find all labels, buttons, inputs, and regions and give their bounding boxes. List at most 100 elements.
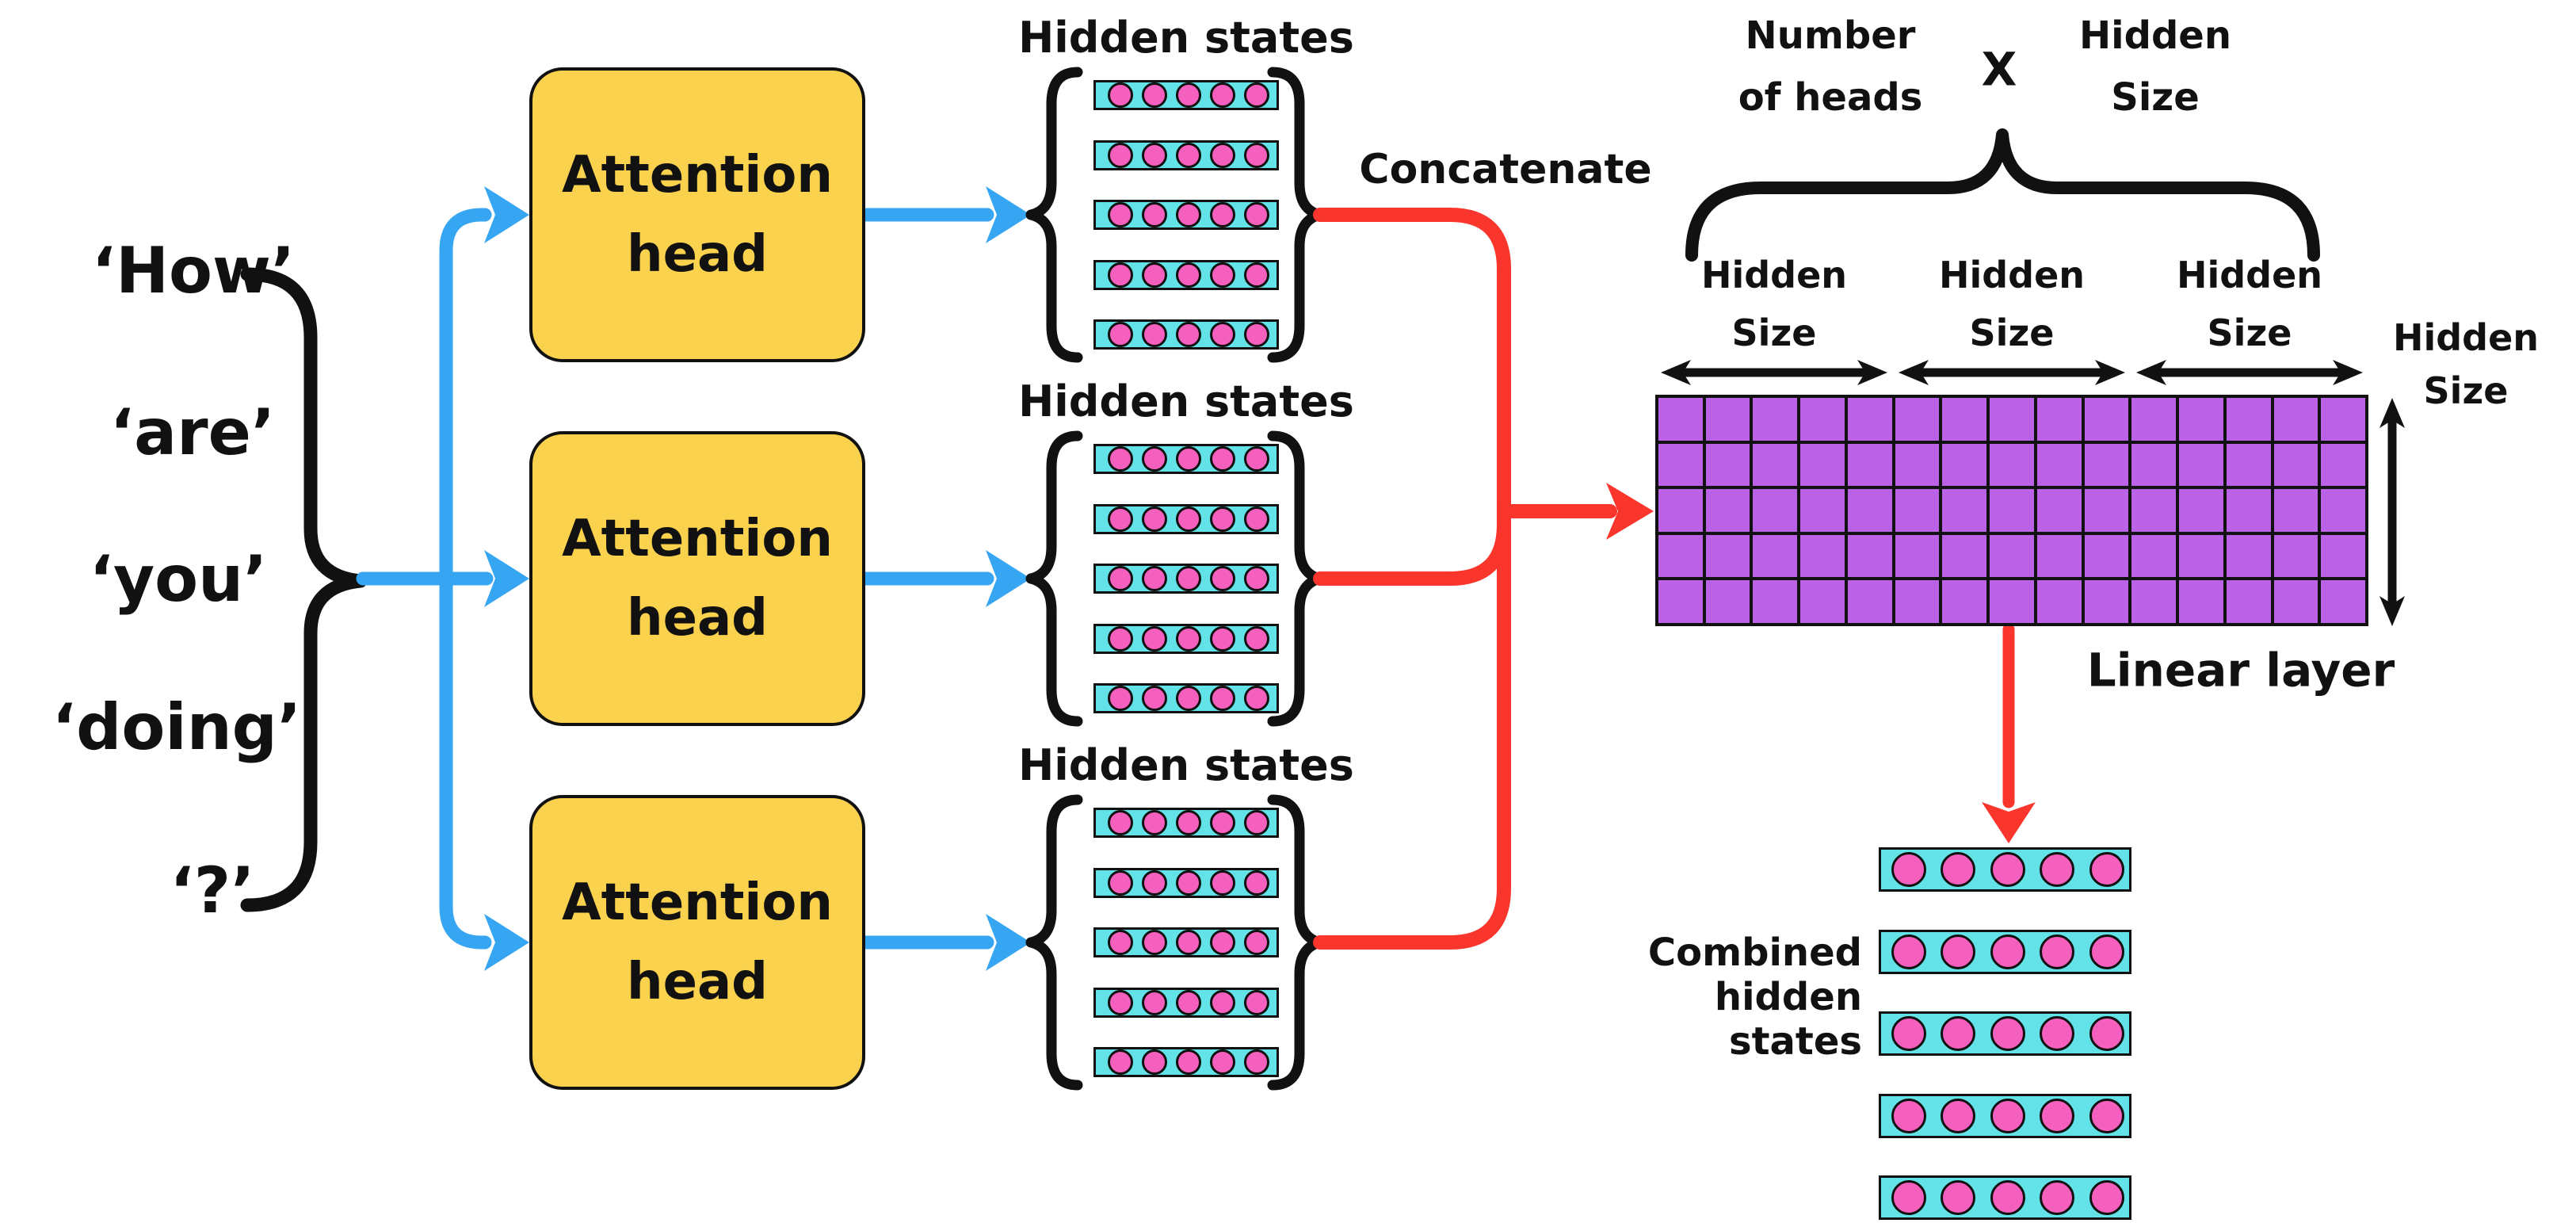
matrix-cell <box>2179 398 2223 441</box>
red-arrowhead-into-matrix <box>1606 483 1654 540</box>
linear-layer-label: Linear layer <box>2086 643 2395 697</box>
hidden-unit <box>1244 566 1269 591</box>
matrix-cell <box>1942 580 1987 623</box>
hidden-unit <box>1108 506 1133 532</box>
hidden-unit <box>1142 869 1167 896</box>
combined-unit <box>2040 934 2074 969</box>
matrix-top-brace <box>1685 128 2320 262</box>
matrix-cell <box>1753 580 1798 623</box>
hidden-unit <box>1210 82 1235 108</box>
combined-unit <box>2089 934 2124 969</box>
combined-unit <box>1941 1098 1975 1133</box>
matrix-cell <box>2131 443 2177 487</box>
hidden-unit <box>1210 686 1235 711</box>
matrix-height-arrowhead-bottom <box>2379 596 2405 626</box>
hidden-size-col-label-1: Hidden Size <box>1700 254 1848 354</box>
matrix-cell <box>2036 580 2082 623</box>
matrix-cell <box>2131 580 2177 623</box>
hidden-state-row-3-2 <box>1093 867 1279 898</box>
concatenate-label: Concatenate <box>1359 146 1652 194</box>
hidden-unit <box>1210 262 1235 288</box>
hidden-unit <box>1142 1049 1167 1075</box>
input-word-doing: ‘doing’ <box>52 690 302 764</box>
hidden-unit <box>1108 202 1133 227</box>
hidden-unit <box>1210 930 1235 955</box>
combined-unit <box>1891 852 1926 887</box>
matrix-cell <box>1895 443 1940 487</box>
hidden-state-row-1-2 <box>1093 139 1279 170</box>
matrix-height-arrowhead-top <box>2379 398 2405 428</box>
section-arrowhead-left-1 <box>1661 360 1691 385</box>
matrix-cell <box>1942 534 1987 578</box>
hidden-unit <box>1210 625 1235 652</box>
combined-unit <box>1990 1098 2025 1133</box>
hidden-unit <box>1244 869 1269 896</box>
matrix-cell <box>2226 534 2271 578</box>
hidden-unit <box>1244 625 1269 652</box>
hidden-state-row-1-1 <box>1093 80 1279 110</box>
red-wire-stack-2 <box>1313 508 1511 586</box>
matrix-cell <box>2321 398 2365 441</box>
matrix-cell <box>2084 580 2129 623</box>
hidden-unit <box>1142 202 1167 227</box>
hidden-unit <box>1108 869 1133 896</box>
matrix-cell <box>1658 580 1703 623</box>
matrix-cell <box>1942 398 1987 441</box>
hidden-unit <box>1244 322 1269 347</box>
blue-arrowhead-into-stack-2 <box>986 550 1031 607</box>
hidden-unit <box>1142 989 1167 1015</box>
hidden-unit <box>1108 1049 1133 1075</box>
hidden-unit <box>1244 446 1269 472</box>
hidden-unit <box>1210 989 1235 1015</box>
hidden-unit <box>1142 930 1167 955</box>
hidden-state-row-2-1 <box>1093 444 1279 474</box>
hidden-state-row-1-4 <box>1093 259 1279 290</box>
hidden-unit <box>1108 142 1133 168</box>
hidden-state-row-2-2 <box>1093 503 1279 534</box>
combined-unit <box>2089 1016 2124 1051</box>
hidden-unit <box>1176 869 1201 896</box>
blue-arrowhead-into-stack-3 <box>986 914 1031 971</box>
matrix-cell <box>1658 489 1703 532</box>
hidden-unit <box>1210 506 1235 532</box>
hidden-states-title-2: Hidden states <box>1018 376 1354 426</box>
matrix-cell <box>2036 489 2082 532</box>
combined-hidden-states-label: Combined hidden states <box>1647 931 1862 1064</box>
section-arrowhead-right-3 <box>2333 360 2363 385</box>
section-arrowhead-left-2 <box>1899 360 1929 385</box>
matrix-cell <box>1847 398 1892 441</box>
matrix-cell <box>2226 580 2271 623</box>
matrix-cell <box>1705 443 1750 487</box>
hidden-unit <box>1210 1049 1235 1075</box>
blue-arrowhead-into-head-3 <box>484 914 529 971</box>
hidden-unit <box>1176 989 1201 1015</box>
hidden-unit <box>1142 322 1167 347</box>
hidden-size-col-label-2: Hidden Size <box>1938 254 2086 354</box>
matrix-cell <box>1705 489 1750 532</box>
hidden-unit <box>1176 202 1201 227</box>
hidden-states-title-1: Hidden states <box>1018 12 1354 63</box>
stack-left-brace-2 <box>1025 430 1083 727</box>
matrix-cell <box>1753 398 1798 441</box>
combined-unit <box>2040 1180 2074 1215</box>
combined-unit <box>1941 1180 1975 1215</box>
hidden-unit <box>1210 810 1235 835</box>
matrix-cell <box>2036 443 2082 487</box>
multiply-label: X <box>1981 42 2017 97</box>
hidden-unit <box>1108 930 1133 955</box>
input-word-you: ‘you’ <box>89 542 268 616</box>
hidden-unit <box>1142 506 1167 532</box>
hidden-unit <box>1176 262 1201 288</box>
hidden-unit <box>1108 810 1133 835</box>
combined-unit <box>1990 1016 2025 1051</box>
combined-unit <box>2089 852 2124 887</box>
matrix-cell <box>2273 534 2318 578</box>
matrix-cell <box>2179 534 2223 578</box>
combined-unit <box>1891 934 1926 969</box>
hidden-unit <box>1142 810 1167 835</box>
matrix-cell <box>1658 398 1703 441</box>
combined-unit <box>1891 1098 1926 1133</box>
hidden-state-row-3-3 <box>1093 927 1279 957</box>
hidden-unit <box>1142 625 1167 652</box>
